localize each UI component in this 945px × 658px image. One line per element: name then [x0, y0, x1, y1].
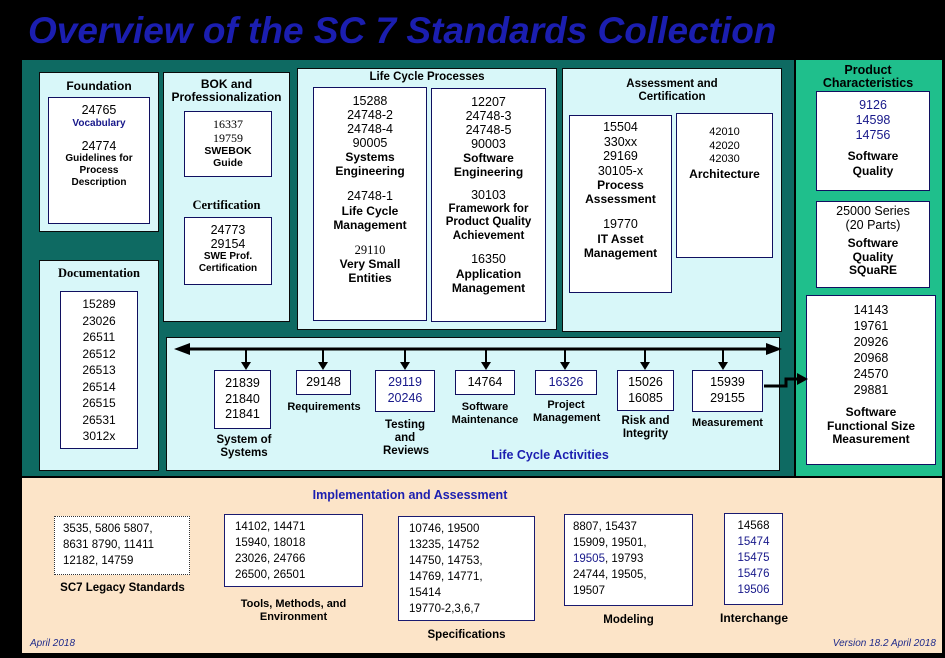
square-box: 25000 Series (20 Parts) Software Quality… — [816, 201, 930, 288]
certification-numbers: 24773 29154 — [210, 223, 246, 251]
foundation-panel: Foundation 24765 Vocabulary 24774 Guidel… — [39, 72, 159, 232]
measurement-label: Measurement — [692, 417, 763, 429]
modeling-line-1: 8807, 15437 — [573, 521, 637, 533]
interchange-first: 14568 — [737, 520, 770, 532]
specifications-box: 10746, 19500 13235, 14752 14750, 14753, … — [398, 516, 535, 621]
very-small-entities-number: 29110 — [354, 242, 386, 257]
measurement-box: 15939 29155 — [692, 370, 763, 412]
swebok-box: 16337 19759 SWEBOK Guide — [184, 111, 272, 177]
life-cycle-activities-header: Life Cycle Activities — [491, 448, 609, 462]
square-label: Software Quality SQuaRE — [847, 236, 899, 277]
systems-engineering-label: Systems Engineering — [335, 150, 405, 178]
software-quality-label: Software Quality — [847, 149, 899, 178]
life-cycle-processes-panel: Life Cycle Processes 15288 24748-2 24748… — [297, 68, 557, 330]
left-arrowhead — [174, 343, 190, 355]
interchange-label: Interchange — [719, 611, 788, 625]
tools-box: 14102, 14471 15940, 18018 23026, 24766 2… — [224, 514, 363, 587]
connector-to-product — [764, 377, 798, 388]
assessment-panel: Assessment and Certification 15504 330xx… — [562, 68, 782, 332]
modeling-line-4: 24744, 19505, — [573, 569, 647, 581]
certification-label: SWE Prof. Certification — [198, 251, 258, 274]
modeling-label: Modeling — [603, 614, 654, 626]
process-assessment-box: 15504 330xx 29169 30105-x Process Assess… — [569, 115, 672, 293]
legacy-standards-label: SC7 Legacy Standards — [60, 582, 185, 594]
software-engineering-numbers: 12207 24748-3 24748-5 90003 — [465, 95, 512, 151]
life-cycle-management-number: 24748-1 — [347, 189, 393, 203]
tools-label: Tools, Methods, and Environment — [240, 598, 347, 623]
modeling-line-2: 15909, 19501, — [573, 537, 647, 549]
software-quality-box: 9126 14598 14756 Software Quality — [816, 91, 930, 191]
modeling-line-3-rest: , 19793 — [604, 553, 644, 565]
interchange-box: 14568 15474 15475 15476 19506 — [724, 513, 783, 605]
process-assessment-label: Process Assessment — [585, 178, 656, 206]
project-management-label: Project Management — [533, 399, 601, 424]
modeling-line-3: 19505, 19793 — [573, 551, 692, 567]
system-of-systems-label: System of Systems — [216, 434, 272, 459]
functional-size-label: Software Functional Size Measurement — [826, 405, 915, 446]
system-of-systems-box: 21839 21840 21841 — [214, 370, 271, 429]
software-engineering-label: Software Engineering — [453, 151, 524, 179]
maintenance-box: 14764 — [455, 370, 515, 395]
implementation-header: Implementation and Assessment — [312, 488, 508, 502]
product-header: Product Characteristics — [822, 63, 914, 90]
product-header-area: Product Characteristics — [800, 64, 936, 92]
framework-number: 30103 — [471, 188, 506, 202]
bok-panel: BOK and Professionalization 16337 19759 … — [163, 72, 290, 322]
functional-size-numbers: 14143 19761 20926 20968 24570 29881 — [853, 303, 889, 397]
very-small-entities-label: Very Small Entities — [339, 257, 401, 285]
it-asset-label: IT Asset Management — [583, 231, 658, 260]
risk-integrity-box: 15026 16085 — [617, 370, 674, 411]
process-assessment-numbers: 15504 330xx 29169 30105-x — [597, 120, 644, 178]
modeling-line-5: 19507 — [573, 585, 605, 597]
documentation-panel: Documentation 15289 23026 26511 26512 26… — [39, 260, 159, 471]
software-quality-numbers: 9126 14598 14756 — [855, 98, 891, 142]
vocabulary-label: Vocabulary — [72, 117, 126, 129]
swebok-label: SWEBOK Guide — [204, 145, 252, 169]
square-numbers: 25000 Series (20 Parts) — [836, 204, 910, 232]
life-cycle-management-label: Life Cycle Management — [333, 203, 407, 232]
risk-integrity-label: Risk and Integrity — [621, 415, 670, 440]
architecture-box: 42010 42020 42030 Architecture — [676, 113, 773, 258]
framework-label: Framework for Product Quality Achievemen… — [445, 202, 532, 242]
specifications-label: Specifications — [427, 629, 506, 641]
legacy-standards-box: 3535, 5806 5807, 8631 8790, 11411 12182,… — [54, 516, 190, 575]
functional-size-box: 14143 19761 20926 20968 24570 29881 Soft… — [806, 295, 936, 465]
certification-box: 24773 29154 SWE Prof. Certification — [184, 217, 272, 285]
footer-date: April 2018 — [30, 638, 76, 649]
modeling-box: 8807, 15437 15909, 19501, 19505, 19793 2… — [564, 514, 693, 606]
architecture-label: Architecture — [689, 166, 760, 181]
requirements-box: 29148 — [296, 370, 351, 395]
systems-engineering-box: 15288 24748-2 24748-4 90005 Systems Engi… — [313, 87, 427, 321]
maintenance-label: Software Maintenance — [451, 401, 519, 426]
interchange-rest: 15474 15475 15476 19506 — [737, 536, 770, 596]
modeling-highlight: 19505 — [573, 553, 605, 565]
foundation-header: Foundation — [66, 79, 132, 93]
swebok-numbers: 16337 19759 — [213, 117, 243, 145]
architecture-numbers: 42010 42020 42030 — [709, 126, 740, 165]
guidelines-number: 24774 — [81, 138, 117, 153]
assessment-header: Assessment and Certification — [626, 78, 718, 103]
documentation-header: Documentation — [58, 266, 140, 280]
vocabulary-number: 24765 — [81, 103, 117, 117]
life-cycle-processes-header: Life Cycle Processes — [369, 71, 485, 83]
documentation-list: 15289 23026 26511 26512 26513 26514 2651… — [60, 291, 138, 449]
bok-header: BOK and Professionalization — [171, 77, 282, 104]
testing-box: 29119 20246 — [375, 370, 435, 412]
project-management-box: 16326 — [535, 370, 597, 395]
it-asset-number: 19770 — [603, 217, 638, 231]
testing-label: Testing and Reviews — [383, 419, 430, 457]
requirements-label: Requirements — [287, 401, 361, 413]
application-management-number: 16350 — [471, 252, 506, 266]
page-title: Overview of the SC 7 Standards Collectio… — [28, 10, 777, 51]
right-arrowhead — [766, 343, 782, 355]
foundation-box: 24765 Vocabulary 24774 Guidelines for Pr… — [48, 97, 150, 224]
software-engineering-box: 12207 24748-3 24748-5 90003 Software Eng… — [431, 88, 546, 322]
certification-header: Certification — [192, 198, 261, 212]
guidelines-label: Guidelines for Process Description — [65, 153, 133, 188]
application-management-label: Application Management — [451, 266, 526, 295]
footer-version: Version 18.2 April 2018 — [832, 638, 936, 649]
systems-engineering-numbers: 15288 24748-2 24748-4 90005 — [347, 94, 393, 150]
